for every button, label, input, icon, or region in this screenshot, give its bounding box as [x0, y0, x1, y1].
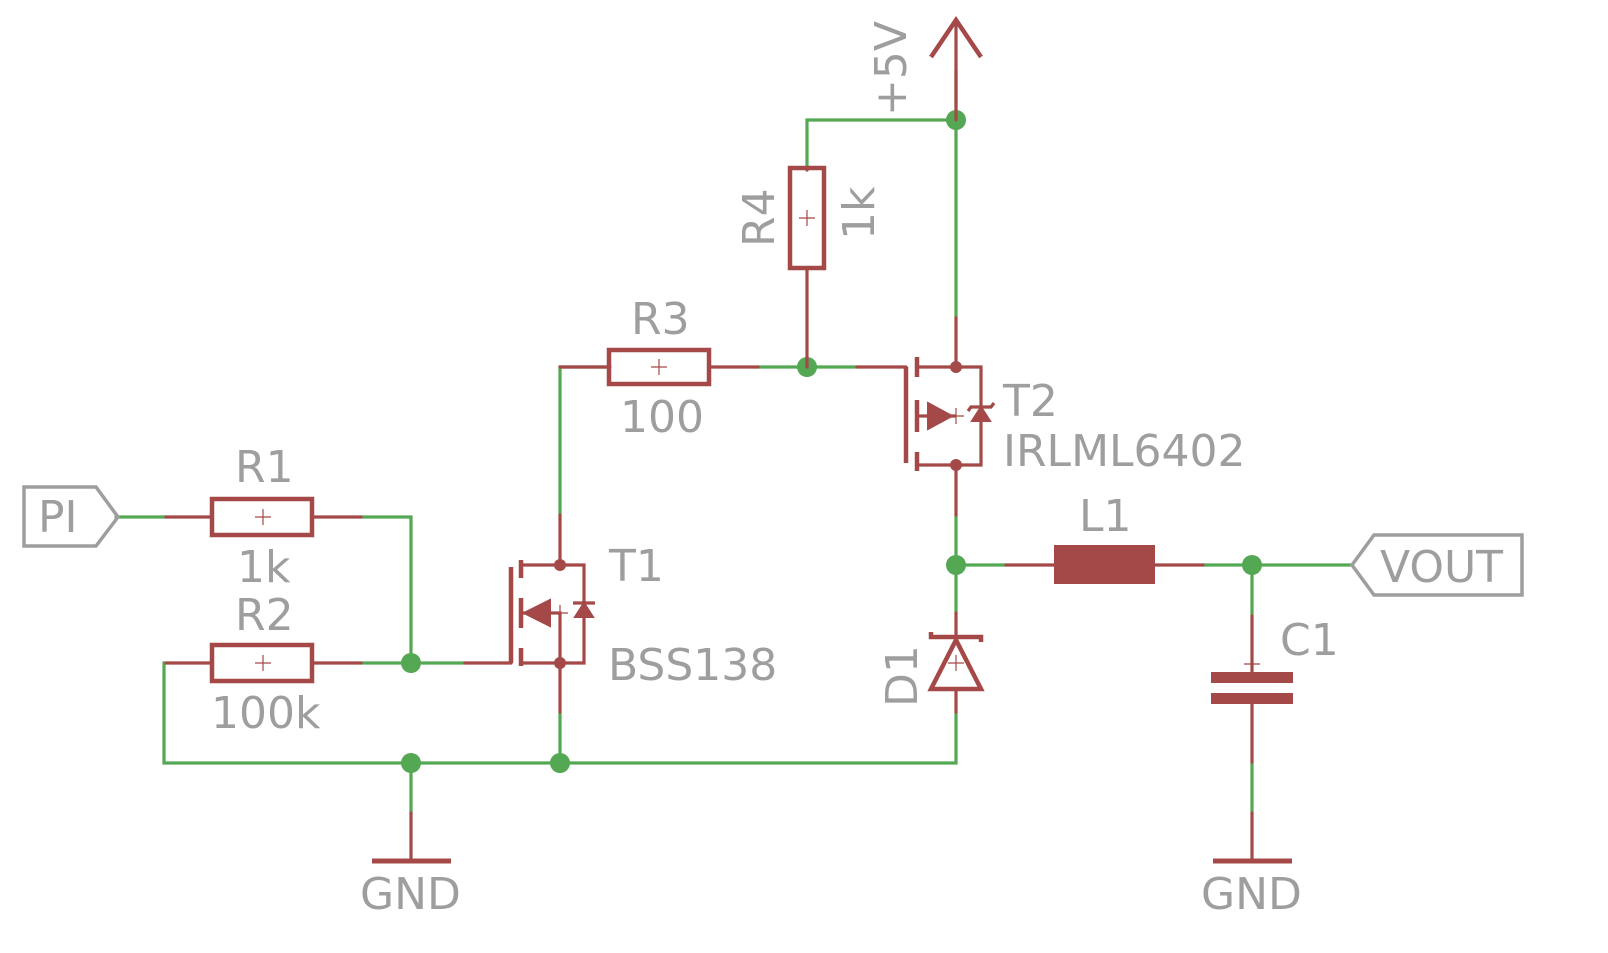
r4-value: 1k: [834, 186, 885, 240]
transistor-t2: T2 IRLML6402: [855, 316, 1246, 517]
r1-value: 1k: [237, 542, 291, 593]
t1-part: BSS138: [608, 640, 777, 691]
r2-ref: R2: [235, 590, 294, 641]
resistor-r1: R1 1k: [164, 442, 363, 593]
t2-part: IRLML6402: [1003, 426, 1246, 477]
junction-vout-node: [1242, 555, 1262, 575]
d1-ref: D1: [877, 645, 928, 707]
input-port: PI: [22, 485, 121, 548]
resistor-r3: R3 100: [558, 294, 760, 443]
junction-gate: [401, 653, 421, 673]
r3-ref: R3: [631, 294, 690, 345]
wire-r4-vcc: [805, 118, 958, 172]
ground-label-left: GND: [360, 869, 461, 920]
resistor-r2: R2 100k: [164, 590, 363, 739]
r3-value: 100: [620, 392, 704, 443]
ground-symbol-right: GND: [1201, 811, 1302, 920]
supply-label: +5V: [866, 21, 917, 116]
wire-ground-bus: [409, 710, 958, 765]
resistor-r4: R4 1k: [734, 165, 885, 369]
junction-switch-node: [946, 555, 966, 575]
r1-ref: R1: [235, 442, 294, 493]
junction-t1-source: [550, 753, 570, 773]
junction-gnd-left: [401, 753, 421, 773]
wire-t1-drain-r3: [558, 365, 612, 517]
l1-ref: L1: [1079, 491, 1132, 542]
wire-r1-gate: [359, 515, 413, 665]
inductor-l1: L1: [1004, 491, 1205, 584]
r2-value: 100k: [211, 688, 321, 739]
supply-5v-symbol: +5V: [866, 15, 983, 122]
output-port-label: VOUT: [1380, 542, 1503, 593]
output-port: VOUT: [1349, 533, 1524, 597]
ground-label-right: GND: [1201, 869, 1302, 920]
r4-ref: R4: [734, 188, 785, 247]
ground-symbol-left: GND: [360, 811, 461, 920]
diode-d1: D1: [877, 611, 985, 714]
input-port-label: PI: [38, 492, 78, 543]
transistor-t1: T1 BSS138: [463, 513, 777, 714]
c1-ref: C1: [1280, 615, 1339, 666]
t1-ref: T1: [608, 541, 664, 592]
t2-ref: T2: [1002, 376, 1058, 427]
capacitor-c1: C1: [1211, 614, 1339, 764]
